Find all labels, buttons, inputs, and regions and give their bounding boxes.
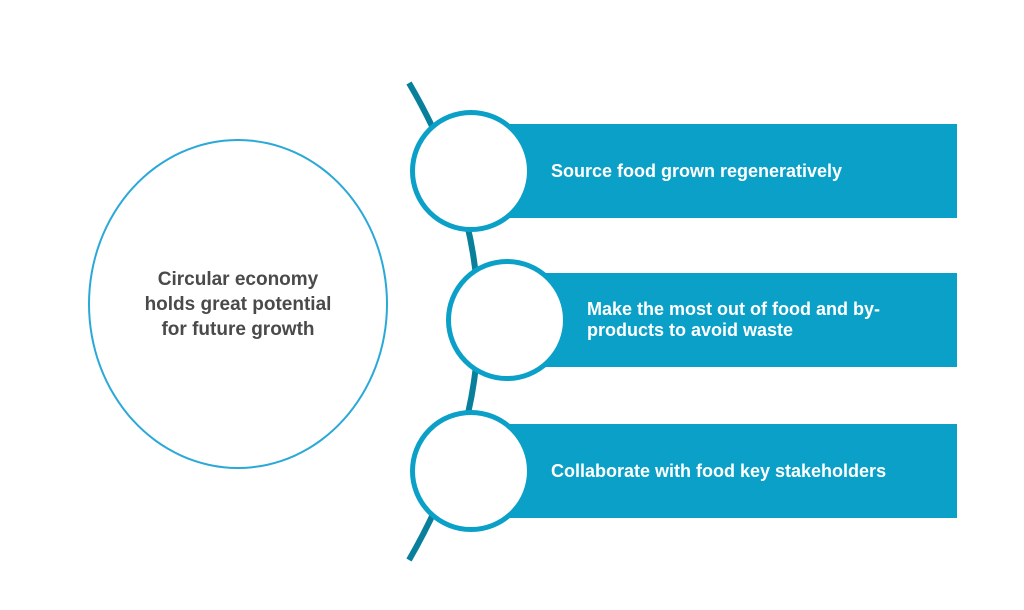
item-node-1: [410, 110, 532, 232]
item-node-3: [410, 410, 532, 532]
item-banner-2: Make the most out of food and by-product…: [506, 273, 957, 367]
item-label-3: Collaborate with food key stakeholders: [551, 460, 887, 481]
item-banner-3: Collaborate with food key stakeholders: [470, 424, 957, 518]
item-banner-1: Source food grown regeneratively: [470, 124, 957, 218]
center-circle: Circular economy holds great potential f…: [88, 139, 388, 469]
item-label-2: Make the most out of food and by-product…: [587, 299, 880, 340]
item-label-1: Source food grown regeneratively: [551, 160, 843, 181]
center-text: Circular economy holds great potential f…: [144, 268, 332, 340]
item-node-2: [446, 259, 568, 381]
